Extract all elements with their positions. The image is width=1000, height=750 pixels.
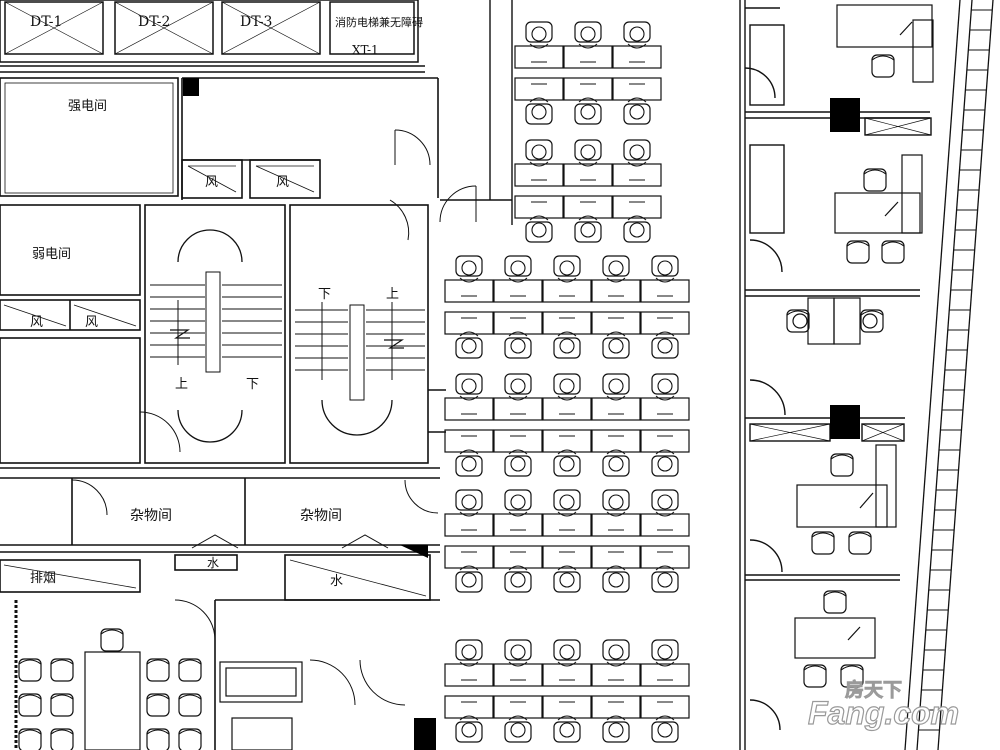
workstation-cluster-d <box>444 373 690 476</box>
workstation <box>494 696 542 742</box>
wind-label-1: 风 <box>205 175 218 190</box>
workstation <box>591 639 641 687</box>
water-label-1: 水 <box>207 556 219 570</box>
stair-left-up: 上 <box>175 377 188 392</box>
workstation-cluster-f <box>444 639 690 742</box>
weak-room-label: 弱电间 <box>32 247 71 262</box>
smoke-shaft-marker <box>400 545 428 558</box>
workstation <box>445 546 493 592</box>
smoke-label: 排烟 <box>30 571 56 586</box>
workstation <box>444 373 494 421</box>
workstation <box>640 255 690 303</box>
workstation <box>515 196 563 242</box>
stair-right-up: 上 <box>386 287 399 302</box>
workstation-cluster-b <box>514 139 662 242</box>
stair-right <box>295 302 425 436</box>
workstation <box>543 696 591 742</box>
elevator-label-1: DT-1 <box>30 14 62 30</box>
workstation <box>493 255 543 303</box>
workstation <box>493 639 543 687</box>
workstation <box>543 430 591 476</box>
workstation <box>612 21 662 69</box>
stair-left-down: 下 <box>246 377 259 392</box>
column-bottom <box>414 718 436 750</box>
watermark-en: Fang.com <box>808 695 959 731</box>
fire-elevator-label: 消防电梯兼无障碍 <box>335 15 423 29</box>
workstation <box>591 255 641 303</box>
workstation <box>542 255 592 303</box>
workstation <box>444 489 494 537</box>
workstation <box>563 21 613 69</box>
workstation <box>543 312 591 358</box>
lounge-sofa <box>219 661 303 750</box>
open-office-walls <box>428 0 746 750</box>
elevator-label-3: DT-3 <box>240 14 272 30</box>
fire-elevator-code: XT-1 <box>352 43 379 57</box>
workstation <box>563 139 613 187</box>
wind-label-2: 风 <box>276 175 289 190</box>
watermark-cn: 房天下 <box>845 678 902 701</box>
workstation <box>445 430 493 476</box>
workstation <box>493 373 543 421</box>
storage-label-1: 杂物间 <box>130 508 172 524</box>
workstation <box>592 312 640 358</box>
workstation <box>564 196 612 242</box>
shaft-marker <box>183 78 199 96</box>
wind-label-4: 风 <box>85 315 98 330</box>
strong-room-label: 强电间 <box>68 99 107 114</box>
workstation <box>613 78 661 124</box>
workstation <box>591 489 641 537</box>
workstation-cluster-c <box>444 255 690 358</box>
workstation <box>542 639 592 687</box>
workstation <box>494 546 542 592</box>
workstation <box>640 639 690 687</box>
workstation <box>592 546 640 592</box>
door-swings <box>71 129 477 706</box>
workstation <box>444 639 494 687</box>
workstation-clusters <box>444 21 690 742</box>
workstation <box>641 312 689 358</box>
workstation <box>494 430 542 476</box>
workstation <box>543 546 591 592</box>
workstation <box>641 546 689 592</box>
workstation <box>592 696 640 742</box>
wind-label-3: 风 <box>30 315 43 330</box>
curtain-wall <box>904 0 994 750</box>
workstation <box>445 312 493 358</box>
elevator-bank <box>0 0 425 73</box>
workstation <box>493 489 543 537</box>
workstation <box>640 373 690 421</box>
stair-right-down: 下 <box>318 287 331 302</box>
water-label-2: 水 <box>330 574 343 589</box>
workstation <box>515 78 563 124</box>
storage-label-2: 杂物间 <box>300 508 342 524</box>
workstation <box>494 312 542 358</box>
workstation <box>591 373 641 421</box>
shaft-lines <box>3 165 427 597</box>
meeting-table <box>18 628 202 750</box>
workstation-cluster-e <box>444 489 690 592</box>
workstation <box>641 696 689 742</box>
stair-left <box>150 229 282 443</box>
workstation <box>514 21 564 69</box>
workstation <box>612 139 662 187</box>
column-1 <box>830 98 860 132</box>
workstation <box>514 139 564 187</box>
workstation <box>542 489 592 537</box>
workstation <box>564 78 612 124</box>
workstation <box>592 430 640 476</box>
workstation <box>613 196 661 242</box>
office-furniture <box>786 4 934 688</box>
workstation-cluster-a <box>514 21 662 124</box>
fang-watermark: 房天下 Fang.com <box>807 678 959 732</box>
workstation <box>542 373 592 421</box>
workstation <box>445 696 493 742</box>
column-2 <box>830 405 860 439</box>
workstation <box>640 489 690 537</box>
workstation <box>641 430 689 476</box>
workstation <box>444 255 494 303</box>
elevator-label-2: DT-2 <box>138 14 170 30</box>
core-walls <box>0 77 440 750</box>
